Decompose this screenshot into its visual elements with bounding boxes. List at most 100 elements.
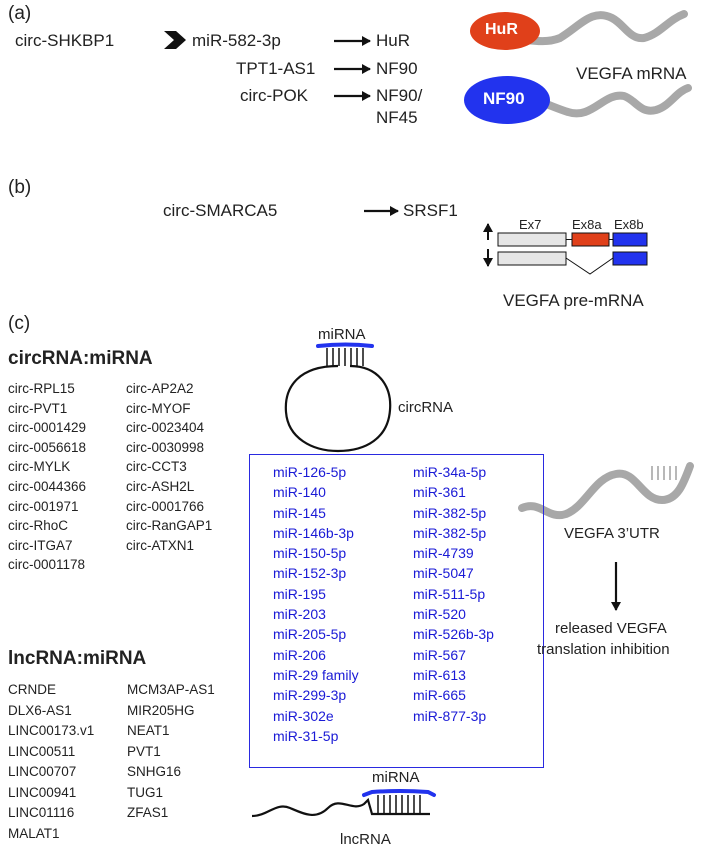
list-item: circ-0044366 — [8, 478, 87, 494]
list-item: circ-0056618 — [8, 439, 87, 455]
list-item: MALAT1 — [8, 825, 60, 841]
list-item: miR-150-5p — [273, 545, 347, 562]
list-item: miR-126-5p — [273, 464, 347, 480]
hur-protein — [470, 12, 540, 50]
list-item: miR-382-5p — [413, 504, 487, 521]
panel-b-label: (b) — [8, 177, 32, 198]
tpt1-as1-text: TPT1-AS1 — [236, 59, 316, 78]
mir-582-text: miR-582-3p — [192, 31, 281, 50]
lncrna-list-col1: CRNDE DLX6-AS1 LINC00173.v1 LINC00511 LI… — [8, 680, 94, 844]
lncrna-label: lncRNA — [340, 831, 391, 848]
circ-smarca5-text: circ-SMARCA5 — [163, 201, 278, 220]
released-line2: translation inhibition — [537, 641, 670, 658]
list-item: miR-146b-3p — [273, 524, 354, 541]
circ-shkbp1-text: circ-SHKBP1 — [15, 31, 115, 50]
lncrna-mirna-heading: lncRNA:miRNA — [8, 648, 147, 669]
list-item: circ-RanGAP1 — [126, 518, 213, 534]
list-item: PVT1 — [127, 743, 161, 759]
list-item: LINC01116 — [8, 805, 75, 820]
nf90-protein — [464, 76, 550, 124]
list-item: LINC00941 — [8, 784, 77, 800]
ex8a-label: Ex8a — [572, 217, 602, 232]
list-item: miR-382-5p — [413, 524, 487, 541]
lncrna-list-col2: MCM3AP-AS1 MIR205HG NEAT1 PVT1 SNHG16 TU… — [127, 680, 215, 824]
list-item: miR-567 — [413, 646, 466, 663]
mirna-list-col1: miR-126-5p miR-140 miR-145 miR-146b-3p m… — [273, 462, 359, 746]
released-line1: released VEGFA — [555, 620, 667, 637]
list-item: ZFAS1 — [127, 805, 169, 820]
list-item: miR-302e — [273, 707, 334, 724]
list-item: circ-MYOF — [126, 400, 191, 416]
list-item: circ-ATXN1 — [126, 537, 195, 553]
list-item: miR-4739 — [413, 545, 474, 562]
hur-target-text: HuR — [376, 31, 411, 50]
splice-junction — [565, 257, 614, 275]
list-item: NEAT1 — [127, 723, 170, 738]
list-item: circ-ASH2L — [126, 478, 195, 494]
list-item: circ-0023404 — [126, 420, 205, 436]
list-item: miR-511-5p — [413, 585, 486, 602]
mrna-strand-hur — [476, 10, 688, 46]
list-item: circ-001971 — [8, 498, 79, 514]
circrna-loop — [284, 364, 392, 453]
circrna-list-col2: circ-AP2A2 circ-MYOF circ-0023404 circ-0… — [126, 379, 212, 555]
list-item: circ-0001429 — [8, 420, 87, 436]
nf90-protein-label: NF90 — [483, 89, 525, 108]
exon-ex8a — [571, 232, 610, 247]
list-item: circ-PVT1 — [8, 400, 68, 416]
circrna-mirna-heading: circRNA:miRNA — [8, 348, 153, 369]
vegfa-premrna-label: VEGFA pre-mRNA — [503, 291, 644, 310]
list-item: miR-526b-3p — [413, 626, 494, 643]
lncrna-strand — [251, 797, 430, 818]
nf90-nf45-target-text: NF90/ — [376, 86, 423, 105]
chevron-arrow-icon — [164, 31, 186, 49]
list-item: circ-AP2A2 — [126, 381, 194, 396]
nf90-target-text: NF90 — [376, 59, 418, 78]
list-item: miR-877-3p — [413, 707, 487, 724]
list-item: SNHG16 — [127, 764, 182, 779]
list-item: miR-31-5p — [273, 727, 339, 744]
list-item: circ-0001178 — [8, 557, 86, 573]
mirna-list-col2: miR-34a-5p miR-361 miR-382-5p miR-382-5p… — [413, 462, 494, 726]
list-item: miR-145 — [273, 504, 326, 521]
list-item: miR-613 — [413, 666, 466, 683]
exon-ex7-top — [497, 232, 567, 247]
exon-ex8b-top — [612, 232, 648, 247]
list-item: circ-CCT3 — [126, 459, 187, 475]
hur-protein-label: HuR — [485, 21, 518, 38]
list-item: MCM3AP-AS1 — [127, 682, 215, 697]
mirna-bottom-label: miRNA — [372, 769, 420, 786]
panel-a-label: (a) — [8, 3, 32, 24]
exon-ex8b-bottom — [612, 251, 648, 266]
vegfa-utr-strand — [518, 462, 694, 520]
list-item: LINC00707 — [8, 764, 77, 779]
list-item: CRNDE — [8, 682, 57, 697]
ex7-label: Ex7 — [519, 217, 542, 232]
list-item: LINC00511 — [8, 743, 76, 759]
list-item: miR-203 — [273, 606, 326, 623]
nf45-target-text: NF45 — [376, 108, 418, 127]
list-item: miR-5047 — [413, 565, 474, 582]
list-item: MIR205HG — [127, 702, 195, 718]
list-item: miR-29 family — [273, 666, 359, 683]
list-item: DLX6-AS1 — [8, 702, 72, 718]
list-item: circ-MYLK — [8, 459, 71, 475]
list-item: miR-152-3p — [273, 565, 347, 582]
list-item: circ-RPL15 — [8, 381, 75, 396]
vegfa-utr-label: VEGFA 3’UTR — [564, 525, 660, 542]
list-item: miR-205-5p — [273, 626, 347, 643]
circrna-label: circRNA — [398, 399, 453, 416]
mirna-top-icon — [316, 342, 374, 366]
vegfa-mrna-label: VEGFA mRNA — [576, 64, 687, 83]
list-item: miR-361 — [413, 484, 466, 501]
mirna-list-box — [249, 454, 544, 768]
mirna-bottom-icon — [362, 789, 436, 813]
list-item: LINC00173.v1 — [8, 723, 95, 738]
list-item: miR-206 — [273, 646, 326, 663]
ex8b-label: Ex8b — [614, 217, 644, 232]
utr-binding-sites-icon — [651, 466, 677, 480]
list-item: TUG1 — [127, 784, 164, 800]
circ-pok-text: circ-POK — [240, 86, 308, 105]
list-item: circ-0001766 — [126, 498, 205, 514]
